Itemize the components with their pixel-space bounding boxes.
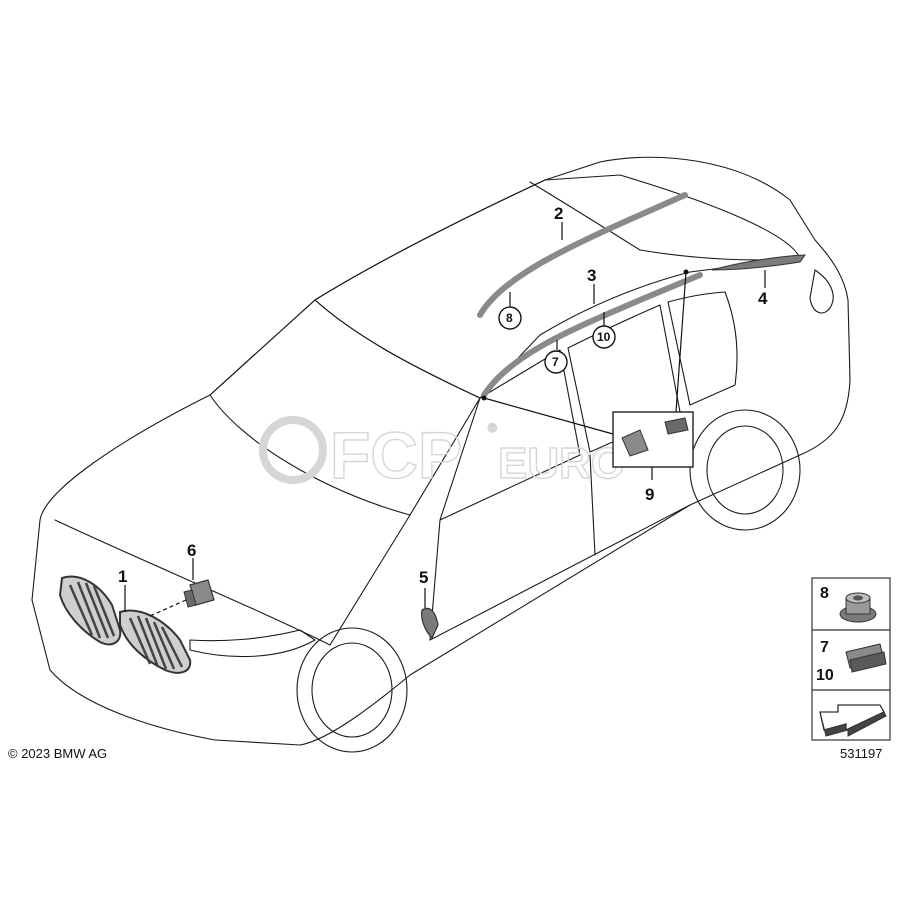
nut-icon bbox=[839, 592, 877, 623]
watermark-logo: FCP EURO ® bbox=[259, 416, 626, 493]
callout-grille: 1 bbox=[118, 567, 127, 586]
callout-roof-molding-right: 3 bbox=[587, 266, 596, 285]
clip-icon bbox=[845, 643, 887, 673]
legend-clip-label-10: 10 bbox=[816, 667, 834, 684]
diagram-number: 531197 bbox=[840, 746, 882, 761]
callout-sensor: 6 bbox=[187, 541, 196, 560]
legend-clip-label-7: 7 bbox=[820, 639, 829, 656]
clip-detail-box bbox=[612, 411, 694, 468]
watermark-registered: ® bbox=[488, 421, 497, 435]
callout-roof-molding-left: 2 bbox=[554, 204, 563, 223]
rear-spoiler-trim bbox=[711, 254, 807, 271]
callout-fender-trim: 5 bbox=[419, 568, 428, 587]
kidney-grille bbox=[58, 575, 192, 674]
circled-refs: 8 10 7 bbox=[498, 306, 616, 374]
car-outline bbox=[31, 156, 851, 746]
callouts: 1 2 3 4 5 6 9 bbox=[118, 204, 768, 587]
circled-ref-10: 10 bbox=[597, 330, 611, 344]
fender-trim bbox=[421, 607, 439, 640]
front-wheel bbox=[296, 627, 408, 753]
circled-ref-7: 7 bbox=[552, 355, 559, 369]
watermark-suffix: EURO bbox=[498, 439, 625, 488]
callout-clip-group: 9 bbox=[645, 485, 654, 504]
copyright-text: © 2023 BMW AG bbox=[8, 746, 107, 761]
roof-molding-right bbox=[481, 272, 703, 398]
legend-panel: 8 7 10 bbox=[811, 577, 891, 741]
roof-molding-left bbox=[477, 192, 688, 318]
legend-nut-label: 8 bbox=[820, 585, 829, 602]
direction-arrow-icon bbox=[819, 704, 887, 737]
leader-lines bbox=[124, 222, 766, 617]
watermark-brand: FCP bbox=[330, 418, 462, 492]
rear-wheel bbox=[689, 409, 801, 531]
callout-rear-spoiler-trim: 4 bbox=[758, 289, 768, 308]
sensor-part bbox=[183, 579, 215, 608]
circled-ref-8: 8 bbox=[506, 311, 513, 325]
